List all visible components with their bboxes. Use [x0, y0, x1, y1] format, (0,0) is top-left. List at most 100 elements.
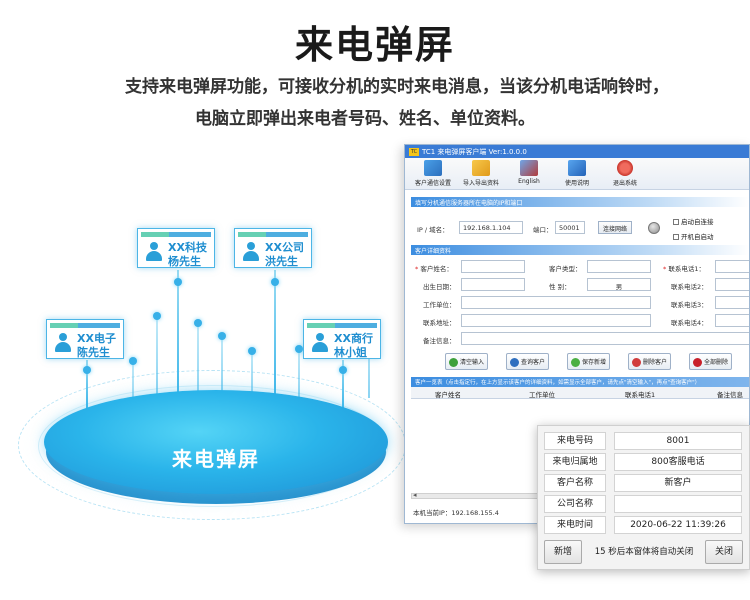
- card-company: XX公司: [265, 241, 304, 254]
- platform-disc: [44, 390, 388, 494]
- column-phone1[interactable]: 联系电话1: [625, 391, 656, 399]
- checkbox-label: 开机自启动: [681, 233, 714, 241]
- contact-card: XX电子 陈先生: [46, 319, 124, 359]
- boot-start-checkbox[interactable]: 开机自启动: [673, 231, 714, 241]
- card-connector-line: [86, 360, 88, 408]
- exit-button[interactable]: 退出系统: [601, 158, 649, 190]
- caller-location-value: 800客服电话: [614, 453, 742, 471]
- connector-dot: [153, 312, 161, 320]
- call-time-label: 来电时间: [544, 516, 606, 534]
- ip-input[interactable]: 192.168.1.104: [459, 221, 523, 234]
- settings-button[interactable]: 客户通信设置: [409, 158, 457, 190]
- phone1-label: * 联系电话1：: [663, 265, 705, 273]
- note-input[interactable]: [461, 332, 749, 345]
- name-input[interactable]: [461, 260, 525, 273]
- local-ip-status: 本机当前IP：192.168.155.4: [413, 509, 499, 517]
- english-button[interactable]: English: [505, 158, 553, 190]
- power-icon: [617, 160, 633, 176]
- person-icon: [311, 333, 329, 353]
- auto-close-message: 15 秒后本窗体将自动关闭: [594, 547, 694, 557]
- connector-dot: [271, 278, 279, 286]
- phone1-input[interactable]: [715, 260, 749, 273]
- button-label: 删除客户: [643, 359, 668, 366]
- delete-all-button[interactable]: 全部删除: [689, 353, 733, 370]
- caller-number-label: 来电号码: [544, 432, 606, 450]
- connector-dot: [248, 347, 256, 355]
- phone3-input[interactable]: [715, 296, 749, 309]
- company-label: 工作单位：: [423, 301, 456, 309]
- customer-name-label: 客户名称: [544, 474, 606, 492]
- note-label: 备注信息：: [423, 337, 456, 345]
- name-label-text: 客户姓名：: [420, 265, 453, 273]
- checkbox-label: 启动自连接: [681, 218, 714, 226]
- manual-button[interactable]: 使用说明: [553, 158, 601, 190]
- company-input[interactable]: [461, 296, 651, 309]
- save-check-icon: [571, 358, 580, 367]
- connector-dot: [339, 366, 347, 374]
- platform-label: 来电弹屏: [172, 447, 260, 471]
- button-label: 清空输入: [460, 359, 485, 366]
- language-icon: [520, 160, 538, 176]
- window-title: TC1 来电弹屏客户端 Ver:1.0.0.0: [422, 148, 527, 156]
- gender-select[interactable]: 男: [587, 278, 651, 291]
- connector-dot: [194, 319, 202, 327]
- card-header-strip: [307, 323, 377, 328]
- port-label: 端口：: [533, 226, 553, 234]
- contact-card: XX公司 洪先生: [234, 228, 312, 268]
- phone2-input[interactable]: [715, 278, 749, 291]
- add-new-button[interactable]: 新增: [544, 540, 582, 564]
- column-name[interactable]: 客户姓名: [435, 391, 461, 399]
- caller-location-label: 来电归属地: [544, 453, 606, 471]
- toolbar: 客户通信设置 导入导出资料 English 使用说明 退出系统: [405, 158, 749, 190]
- delete-customer-button[interactable]: 删除客户: [628, 353, 672, 370]
- customer-list-header: 客户一览表（点击指定行，在上方显示该客户的详细资料，如需显示全部客户，请先点"清…: [411, 377, 749, 387]
- toolbar-label: 退出系统: [612, 180, 637, 187]
- person-clear-icon: [449, 358, 458, 367]
- toolbar-label: 使用说明: [564, 180, 589, 187]
- clear-input-button[interactable]: 清空输入: [445, 353, 489, 370]
- card-connector-line: [177, 270, 179, 400]
- card-connector-line: [342, 360, 344, 410]
- type-select[interactable]: [587, 260, 651, 273]
- connector-line: [132, 360, 134, 420]
- connector-dot: [174, 278, 182, 286]
- toolbar-label: English: [518, 178, 540, 185]
- phone2-label: 联系电话2：: [671, 283, 708, 291]
- birthday-label: 出生日期：: [423, 283, 456, 291]
- person-icon: [54, 333, 72, 353]
- phone4-input[interactable]: [715, 314, 749, 327]
- column-company[interactable]: 工作单位: [529, 391, 555, 399]
- query-customer-button[interactable]: 查询客户: [506, 353, 550, 370]
- connector-line: [368, 328, 370, 398]
- app-logo-icon: TC: [409, 148, 419, 156]
- connector-dot: [129, 357, 137, 365]
- person-delete-icon: [632, 358, 641, 367]
- connector-line: [221, 335, 223, 395]
- card-header-strip: [141, 232, 211, 237]
- auto-connect-checkbox[interactable]: 启动自连接: [673, 216, 714, 226]
- import-export-button[interactable]: 导入导出资料: [457, 158, 505, 190]
- incoming-call-popup: 来电号码 8001 来电归属地 800客服电话 客户名称 新客户 公司名称 来电…: [537, 425, 750, 570]
- phone4-label: 联系电话4：: [671, 319, 708, 327]
- horizontal-scrollbar[interactable]: [411, 491, 541, 499]
- delete-all-icon: [693, 358, 702, 367]
- save-new-button[interactable]: 保存新增: [567, 353, 611, 370]
- column-note[interactable]: 备注信息: [717, 391, 743, 399]
- card-header-strip: [238, 232, 308, 237]
- company-name-label: 公司名称: [544, 495, 606, 513]
- card-company: XX商行: [334, 332, 373, 345]
- connect-button[interactable]: 连接网络: [598, 221, 633, 234]
- close-button[interactable]: 关闭: [705, 540, 743, 564]
- name-label: * 客户姓名：: [415, 265, 453, 273]
- birthday-input[interactable]: [461, 278, 525, 291]
- connection-status-icon: [648, 222, 660, 234]
- connector-line: [251, 350, 253, 400]
- card-person: 林小姐: [334, 346, 367, 359]
- address-input[interactable]: [461, 314, 651, 327]
- page-title: 来电弹屏: [294, 23, 455, 67]
- card-header-strip: [50, 323, 120, 328]
- port-input[interactable]: 50001: [555, 221, 585, 234]
- contact-card: XX科技 杨先生: [137, 228, 215, 268]
- connector-line: [298, 348, 300, 403]
